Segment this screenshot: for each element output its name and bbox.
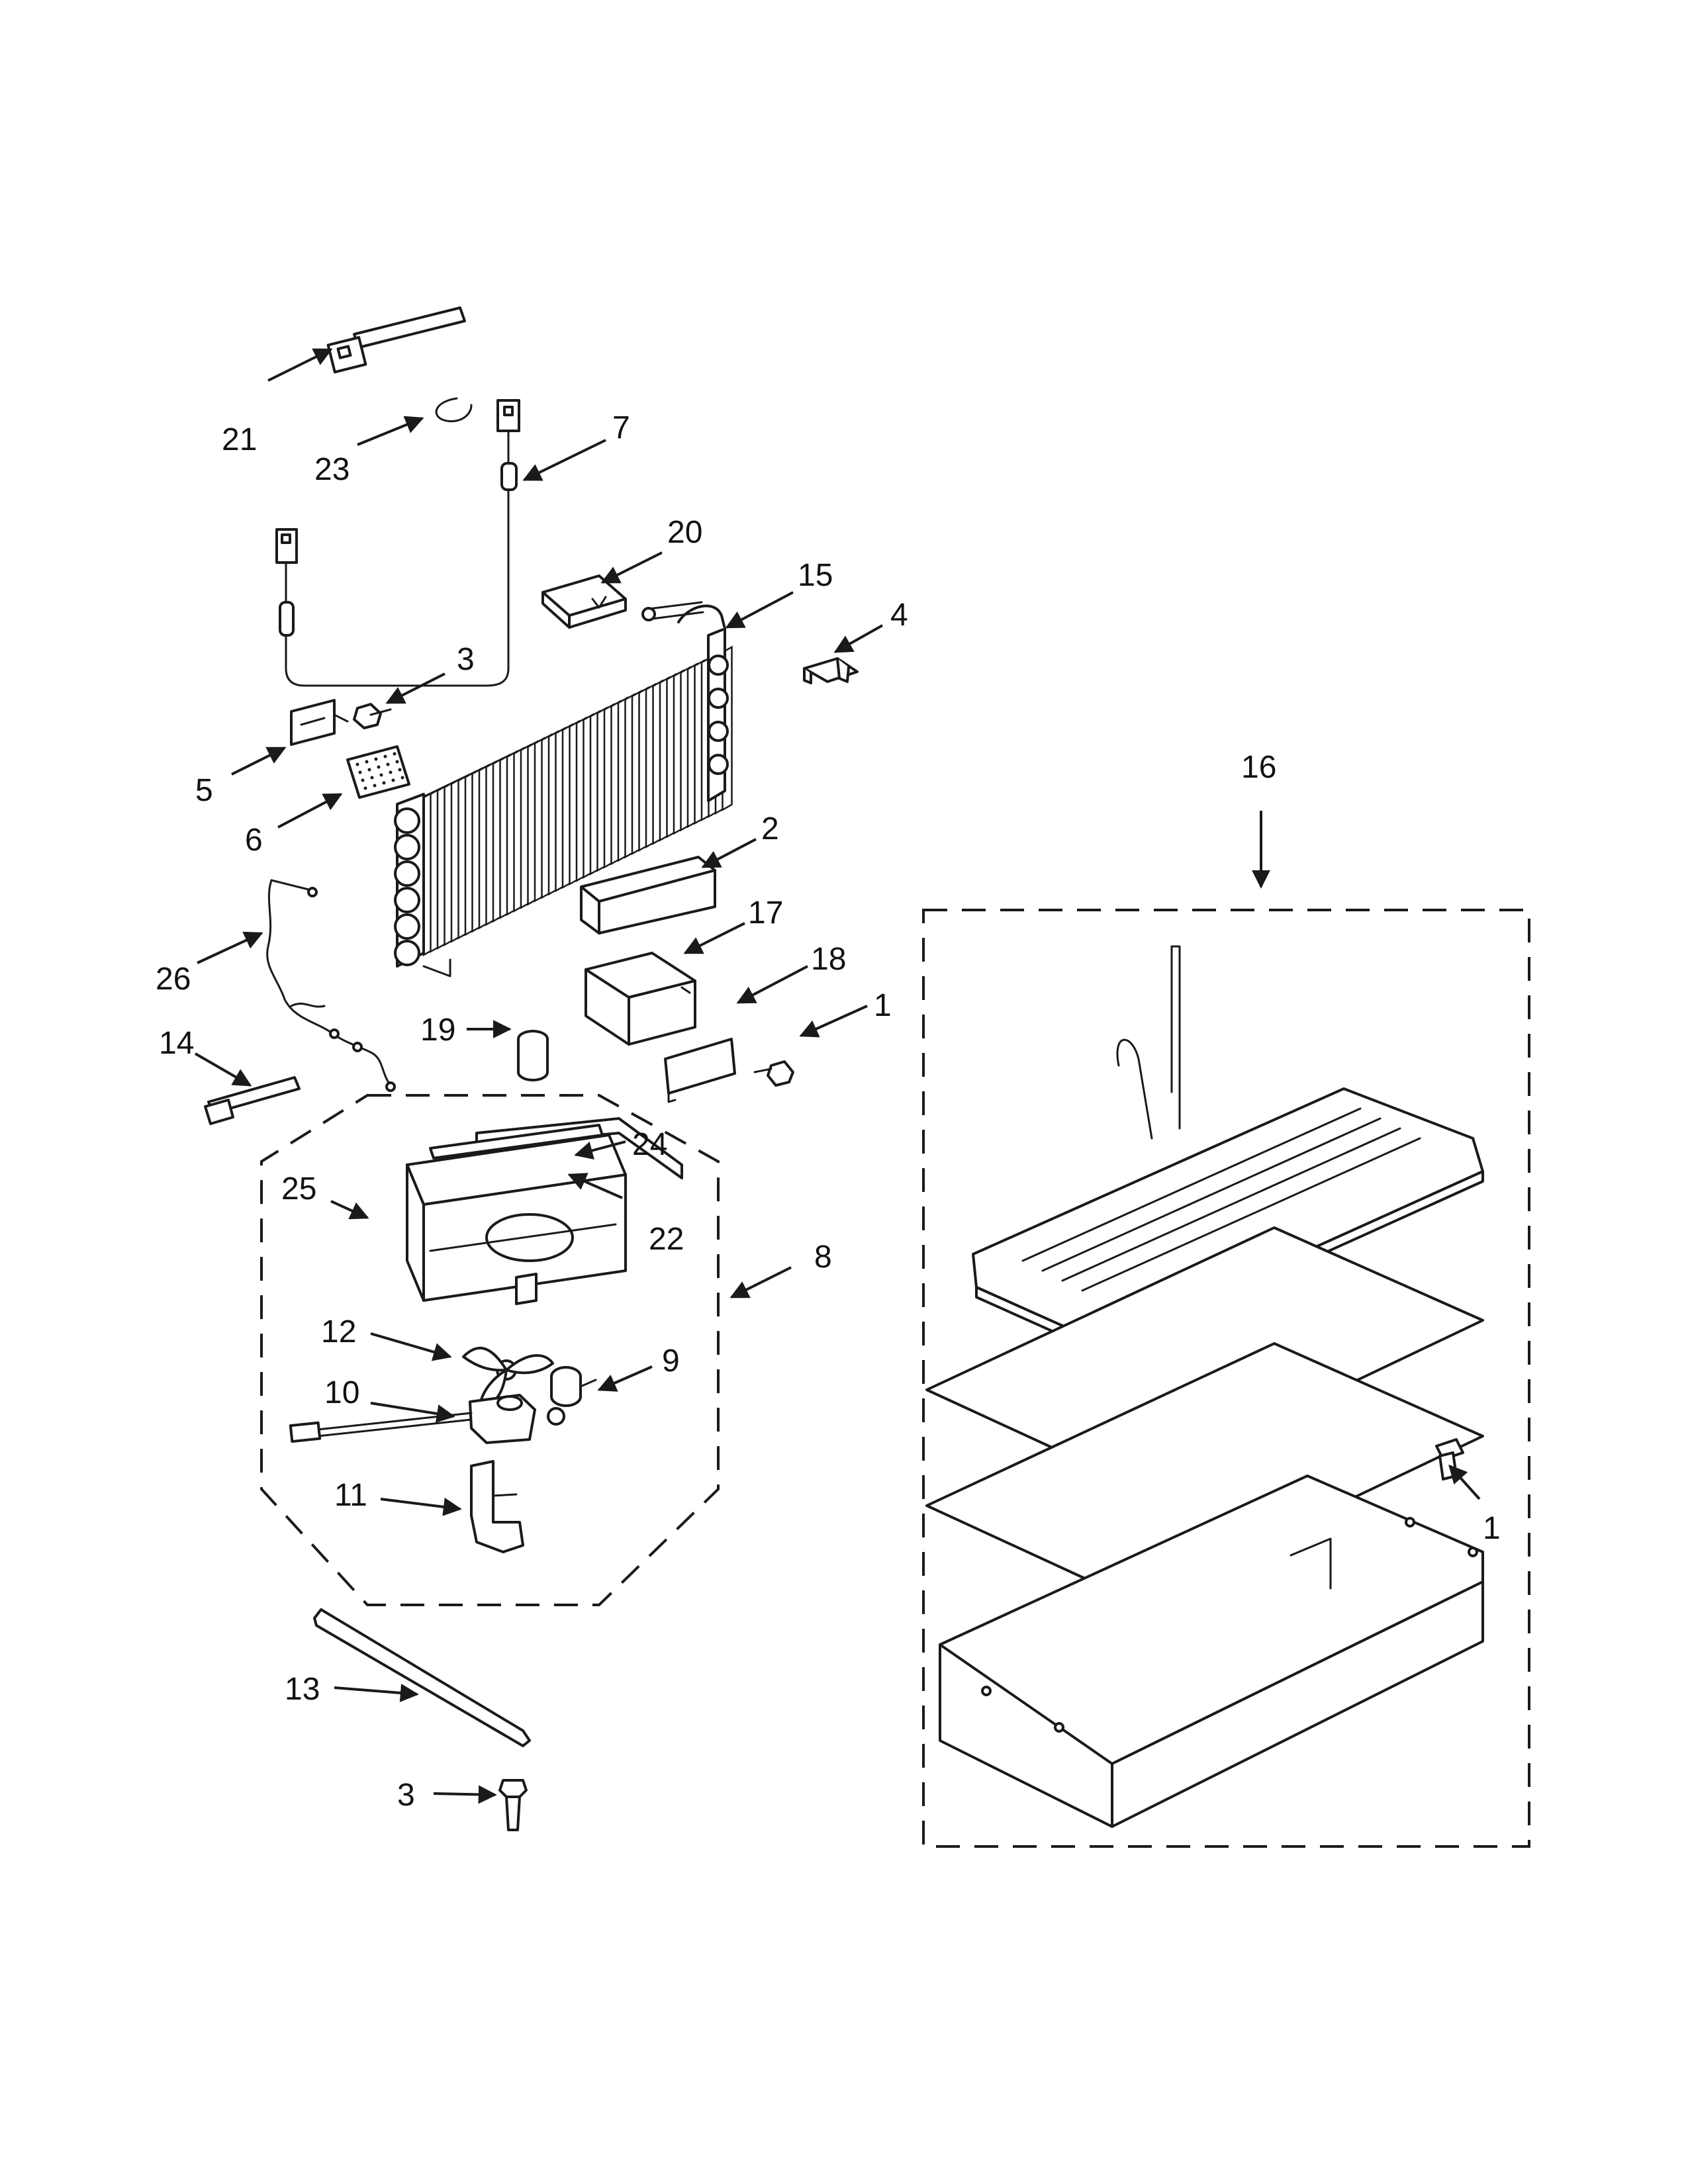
wiring-harness-part [266,879,396,1092]
callout-20: 20 [667,515,702,550]
thermal-pad-part [346,745,410,799]
temperature-sensor-part [204,1076,301,1125]
clip-part [435,397,473,423]
drain-pan-assembly-part [925,945,1484,1828]
screw-part-mid [753,1060,794,1087]
defrost-wire-harness-part [275,399,520,687]
callout-26: 26 [156,962,191,997]
callout-2: 2 [761,811,779,846]
callout-7: 7 [612,410,630,445]
screw-part-lower [498,1779,528,1831]
heat-shield-plate-part [664,1038,736,1103]
callout-3-upper: 3 [457,642,475,677]
callout-3-lower: 3 [397,1778,415,1813]
callout-21: 21 [222,422,257,457]
callout-13: 13 [285,1672,320,1707]
insulation-block-part [541,574,627,629]
callout-11: 11 [334,1478,367,1513]
callout-19: 19 [420,1013,455,1048]
callout-1-upper: 1 [874,988,892,1023]
wire-bracket-part [290,699,349,746]
fan-shroud-part [406,1134,627,1305]
callout-16: 16 [1241,750,1276,785]
motor-bracket-part [470,1460,524,1553]
seal-strip-part [429,1124,604,1160]
cable-tie-part [326,306,466,374]
screw-part-upper [353,703,392,729]
evaporator-coil-part [394,601,733,978]
callout-25: 25 [281,1171,316,1206]
bracket-clip-part [803,657,859,684]
fan-blade-part [462,1346,554,1406]
leader-lines [194,348,1481,1804]
callout-6: 6 [245,823,263,858]
fan-assembly-group-outline [260,1094,720,1606]
callout-24: 24 [632,1127,667,1162]
callout-4: 4 [890,598,908,633]
callout-5: 5 [195,773,213,808]
mounting-strip-part [313,1608,531,1747]
fan-motor-part [289,1394,536,1444]
callout-9: 9 [662,1343,680,1379]
motor-mount-part [547,1366,597,1426]
callout-17: 17 [748,895,783,931]
callout-14: 14 [159,1026,194,1061]
foam-insulation-part [580,856,716,934]
drain-pan-kit-group-outline [922,909,1530,1848]
callout-18: 18 [811,942,846,977]
callout-22: 22 [649,1222,684,1257]
thermistor-part [517,1030,549,1081]
callout-8: 8 [814,1240,832,1275]
callout-10: 10 [324,1375,359,1410]
callout-15: 15 [798,558,833,593]
callout-23: 23 [314,452,350,487]
callout-1-lower: 1 [1483,1511,1501,1546]
heater-cover-part [585,952,696,1046]
callout-12: 12 [321,1314,356,1349]
